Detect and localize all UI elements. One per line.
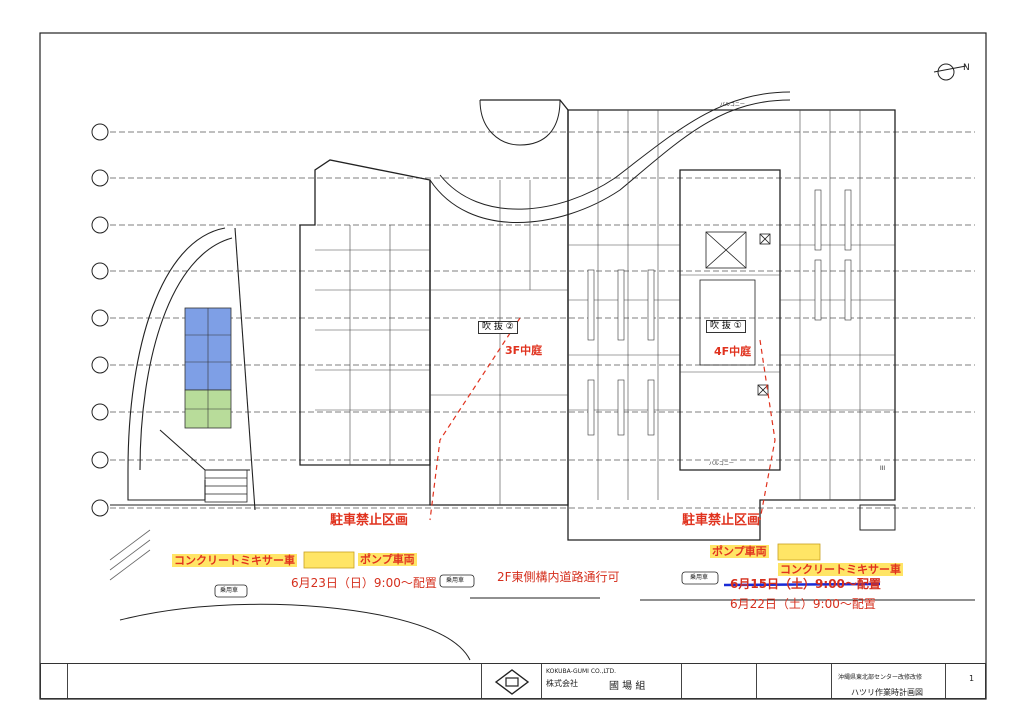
pump-left-label: ポンプ車両 — [358, 553, 417, 566]
company-logo-icon — [494, 669, 530, 695]
project-name: 沖縄県東北部センター改修改修 — [838, 674, 923, 681]
no-parking-left-label: 駐車禁止区画 — [330, 513, 409, 528]
drawing-title: ハツリ作業時計画図 — [851, 688, 923, 697]
mixer-right-label: コンクリートミキサー車 — [778, 563, 903, 576]
date-left-label: 6月23日（日）9:00～配置 — [291, 576, 437, 590]
car-icon — [681, 571, 719, 585]
road-note-label: 2F東側構内道路通行可 — [497, 570, 620, 584]
company-en: KOKUBA-GUMI CO.,LTD. — [546, 668, 617, 675]
strike-line — [723, 582, 881, 587]
car-icon — [214, 584, 248, 598]
title-block: KOKUBA-GUMI CO.,LTD. 株式会社 國 場 組 沖縄県東北部セン… — [40, 663, 986, 699]
car-icon — [439, 574, 475, 588]
atrium1-label: 吹 抜 ① — [706, 320, 746, 333]
atrium2-label: 吹 抜 ② — [478, 321, 518, 334]
north-arrow-icon — [933, 63, 967, 81]
date-right-new-label: 6月22日（土）9:00～配置 — [730, 597, 876, 611]
mixer-left-slot — [303, 551, 355, 569]
date-right-old-label: 6月15日（土）9:00～配置 — [730, 577, 881, 591]
svg-text:III: III — [880, 466, 885, 472]
pump-right-label: ポンプ車両 — [710, 545, 769, 558]
north-mark-label: N — [963, 63, 970, 73]
balcony-label: バルコニー — [709, 461, 734, 467]
car-label: 乗用車 — [690, 574, 709, 581]
courtyard-4f-label: 4F中庭 — [714, 345, 752, 358]
balcony-label: バルコニー — [720, 102, 745, 108]
company-kind: 株式会社 — [546, 679, 578, 688]
car-label: 乗用車 — [446, 577, 465, 584]
courtyard-3f-label: 3F中庭 — [505, 344, 543, 357]
pump-route-right — [759, 339, 776, 521]
grid-bubbles — [91, 123, 109, 517]
drawing-number: 1 — [969, 674, 975, 683]
pump-route-left — [429, 317, 521, 521]
car-label: 乗用車 — [220, 587, 239, 594]
company-name: 國 場 組 — [609, 681, 646, 692]
pump-right-slot — [777, 543, 821, 561]
no-parking-right-label: 駐車禁止区画 — [682, 513, 761, 528]
mixer-left-label: コンクリートミキサー車 — [172, 554, 297, 567]
